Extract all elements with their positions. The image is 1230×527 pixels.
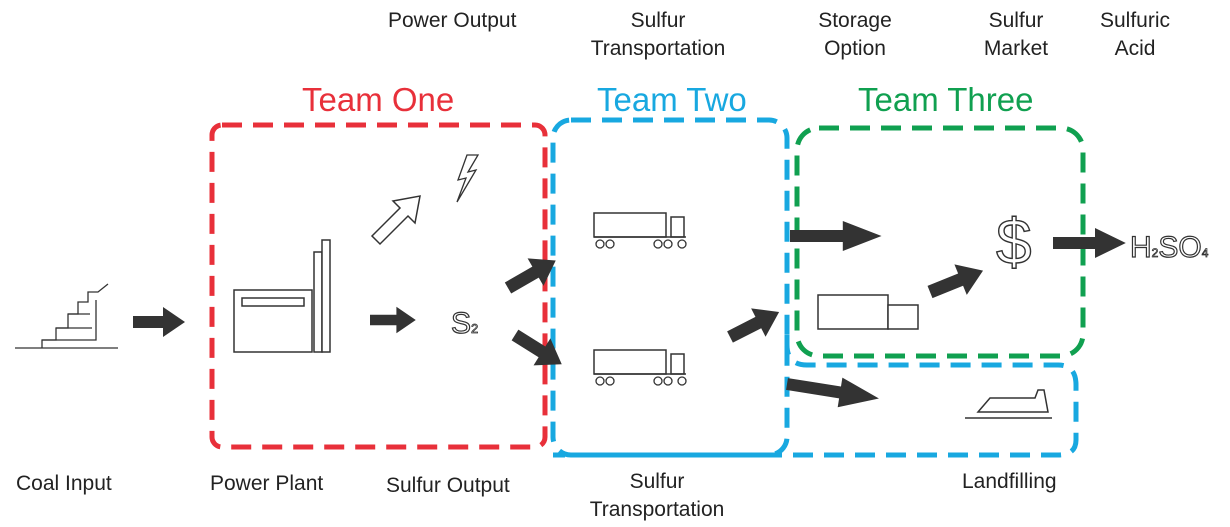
dollar-icon: $ <box>996 206 1032 278</box>
storage-option-label: Storage Option <box>800 7 910 63</box>
sulfur-transportation-bottom-line1: Sulfur <box>629 470 685 493</box>
lightning-icon <box>456 154 480 203</box>
team-one-box <box>209 122 548 450</box>
sulfuric-acid-line1: Sulfuric <box>1099 9 1171 32</box>
formula-o-sub: 4 <box>1202 246 1209 260</box>
sulfur-transportation-top-label: Sulfur Transportation <box>578 7 738 63</box>
team-one-title: Team One <box>302 81 455 118</box>
sulfur-transportation-bottom-label: Sulfur Transportation <box>577 468 737 524</box>
flow-arrow-icon <box>923 255 990 308</box>
sulfur-transportation-bottom-line2: Transportation <box>589 498 725 521</box>
flow-arrow-icon <box>370 306 416 334</box>
sulfur-transportation-top-line2: Transportation <box>590 37 726 60</box>
sulfuric-acid-line2: Acid <box>1114 37 1156 60</box>
landfilling-label: Landfilling <box>962 470 1057 493</box>
flow-arrow-icon <box>1053 228 1126 258</box>
sulfuric-acid-label: Sulfuric Acid <box>1085 7 1185 63</box>
formula-so: SO <box>1158 231 1201 264</box>
sulfur-market-line1: Sulfur <box>988 9 1044 32</box>
team-three-title: Team Three <box>858 81 1034 118</box>
flow-arrow-icon <box>506 321 571 378</box>
storage-option-line2: Option <box>824 37 886 60</box>
flow-arrow-icon <box>784 369 882 414</box>
sulfur-market-label: Sulfur Market <box>966 7 1066 63</box>
truck-icon <box>593 212 687 249</box>
sulfur-symbol-main: S <box>451 307 471 340</box>
sulfur-symbol: S2 <box>451 307 478 340</box>
power-plant-icon <box>233 239 331 353</box>
sulfur-market-line2: Market <box>983 37 1049 60</box>
formula-h-sub: 2 <box>1152 246 1159 260</box>
flow-arrow-icon <box>790 221 882 251</box>
power-plant-label: Power Plant <box>210 472 324 495</box>
sulfur-transportation-top-line1: Sulfur <box>630 9 686 32</box>
sulfuric-acid-formula: H2SO4 <box>1130 231 1209 264</box>
power-output-arrow-icon <box>370 195 421 246</box>
team-two-box <box>550 117 790 458</box>
sulfur-output-label: Sulfur Output <box>386 474 510 497</box>
flow-arrow-icon <box>722 297 787 352</box>
truck-icon <box>593 349 687 386</box>
storage-container-icon <box>817 294 919 330</box>
power-output-label: Power Output <box>388 9 517 32</box>
coal-input-label: Coal Input <box>16 472 112 495</box>
team-two-title: Team Two <box>597 81 747 118</box>
coal-pile-icon <box>15 283 118 349</box>
storage-option-line1: Storage <box>818 9 892 32</box>
sulfur-symbol-sub: 2 <box>471 321 478 336</box>
flow-arrow-icon <box>133 307 185 337</box>
formula-h: H <box>1130 231 1152 264</box>
landfill-icon <box>965 389 1052 419</box>
